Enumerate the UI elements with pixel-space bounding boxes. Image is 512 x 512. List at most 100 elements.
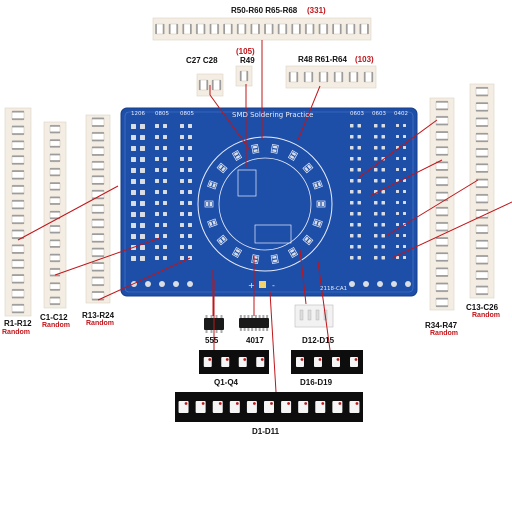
- pin: [210, 330, 213, 333]
- pad-0603-a: [357, 256, 361, 260]
- label-c27-c28: C27 C28: [186, 56, 218, 65]
- pad-0603-a: [350, 223, 354, 227]
- connector-pin: [315, 309, 320, 321]
- smd-end: [285, 24, 287, 34]
- strip-q1-q4: [199, 350, 269, 374]
- pin: [254, 315, 257, 318]
- led-pad-outline: [302, 234, 314, 246]
- pcb-col-1206: 1206: [131, 111, 145, 117]
- led-pad-outline: [287, 150, 299, 161]
- smd-end: [12, 311, 24, 314]
- smd-end: [476, 240, 488, 242]
- smd-end: [319, 72, 321, 82]
- component-tapes: [4, 17, 495, 317]
- smd-end: [50, 260, 60, 262]
- smd-end: [92, 161, 104, 163]
- led-pad-a: [272, 255, 277, 259]
- pad-0603-b: [374, 245, 378, 249]
- pad-0805-a: [155, 201, 159, 205]
- pad-1206: [140, 168, 145, 173]
- label-r1-r12: R1-R12: [4, 319, 32, 328]
- tape-c13-c26: [469, 83, 495, 299]
- smd-end: [356, 72, 358, 82]
- led-pad-outline: [270, 254, 279, 265]
- pad-0805-a: [163, 256, 167, 260]
- pin: [247, 315, 250, 318]
- led-pad-b: [208, 221, 213, 227]
- smd-end: [12, 222, 24, 224]
- smd-end: [176, 24, 178, 34]
- led-pad: [231, 247, 243, 258]
- smd-end: [341, 72, 343, 82]
- led-pad-a: [289, 155, 295, 160]
- pad-0402: [396, 168, 399, 171]
- pad-0603-b: [374, 223, 378, 227]
- pad-0402: [396, 179, 399, 182]
- pad-0805-b: [188, 135, 192, 139]
- led-mark: [208, 358, 212, 361]
- pad-0603-b: [374, 124, 378, 128]
- led-pad-outline: [207, 218, 218, 228]
- pad-0402: [403, 157, 406, 160]
- pad-0805-b: [188, 168, 192, 172]
- led-pad-b: [291, 252, 297, 257]
- led-pad-a: [304, 166, 309, 172]
- pad-0603-a: [350, 135, 354, 139]
- pad-0603-a: [350, 256, 354, 260]
- led-pad-b: [208, 181, 213, 187]
- led-mark: [225, 358, 229, 361]
- tape-r13-r24: [85, 114, 111, 304]
- smd-end: [367, 24, 369, 34]
- pad-0805-b: [188, 124, 192, 128]
- smd-end: [92, 154, 104, 156]
- smd-end: [12, 110, 24, 113]
- led-pad: [231, 150, 243, 161]
- smd-end: [436, 222, 448, 224]
- smd-end: [277, 24, 280, 34]
- led-mark: [355, 402, 359, 405]
- connector-pin: [299, 309, 304, 321]
- pcb-outline: [124, 111, 414, 293]
- led-pad: [270, 254, 279, 265]
- led-pad-a: [289, 248, 295, 253]
- led-pad-outline: [251, 143, 260, 154]
- pad-0805-b: [188, 245, 192, 249]
- pin: [215, 315, 218, 318]
- smd-end: [339, 24, 342, 34]
- pad-0805-b: [188, 212, 192, 216]
- tape-r48-r64-tape: [285, 65, 377, 89]
- callout-r34-r47-a: [357, 119, 438, 179]
- smd-end: [476, 216, 488, 219]
- pcb-col-0603-a: 0603: [350, 111, 364, 117]
- smd-end: [12, 140, 24, 143]
- led-pad-outline: [207, 180, 218, 190]
- smd-end: [476, 293, 488, 295]
- pcb-version: 2118-CA1: [320, 286, 348, 292]
- smd-end: [92, 139, 104, 142]
- pad-0402: [403, 190, 406, 193]
- pad-0402: [396, 256, 399, 259]
- led-pad-a: [221, 236, 226, 242]
- pad-0402: [403, 245, 406, 248]
- led-mark: [243, 358, 247, 361]
- smd-end: [476, 247, 488, 249]
- smd-end: [92, 247, 104, 250]
- label-random-5: Random: [472, 312, 500, 319]
- pad-1206: [131, 201, 136, 206]
- callout-d16-d19: [317, 261, 331, 351]
- smd-end: [436, 290, 448, 292]
- smd-end: [12, 252, 24, 254]
- pad-0402: [396, 201, 399, 204]
- smd-end: [371, 72, 373, 82]
- smd-end: [12, 244, 24, 247]
- pad-0805-a: [163, 146, 167, 150]
- smd-end: [92, 276, 104, 279]
- smd-end: [50, 196, 60, 199]
- smd-end: [92, 197, 104, 200]
- pad-0805-b: [180, 157, 184, 161]
- smd-end: [50, 188, 60, 191]
- smd-end: [223, 24, 226, 34]
- pad-0805-a: [155, 190, 159, 194]
- smd-end: [196, 24, 198, 34]
- smd-end: [476, 125, 488, 127]
